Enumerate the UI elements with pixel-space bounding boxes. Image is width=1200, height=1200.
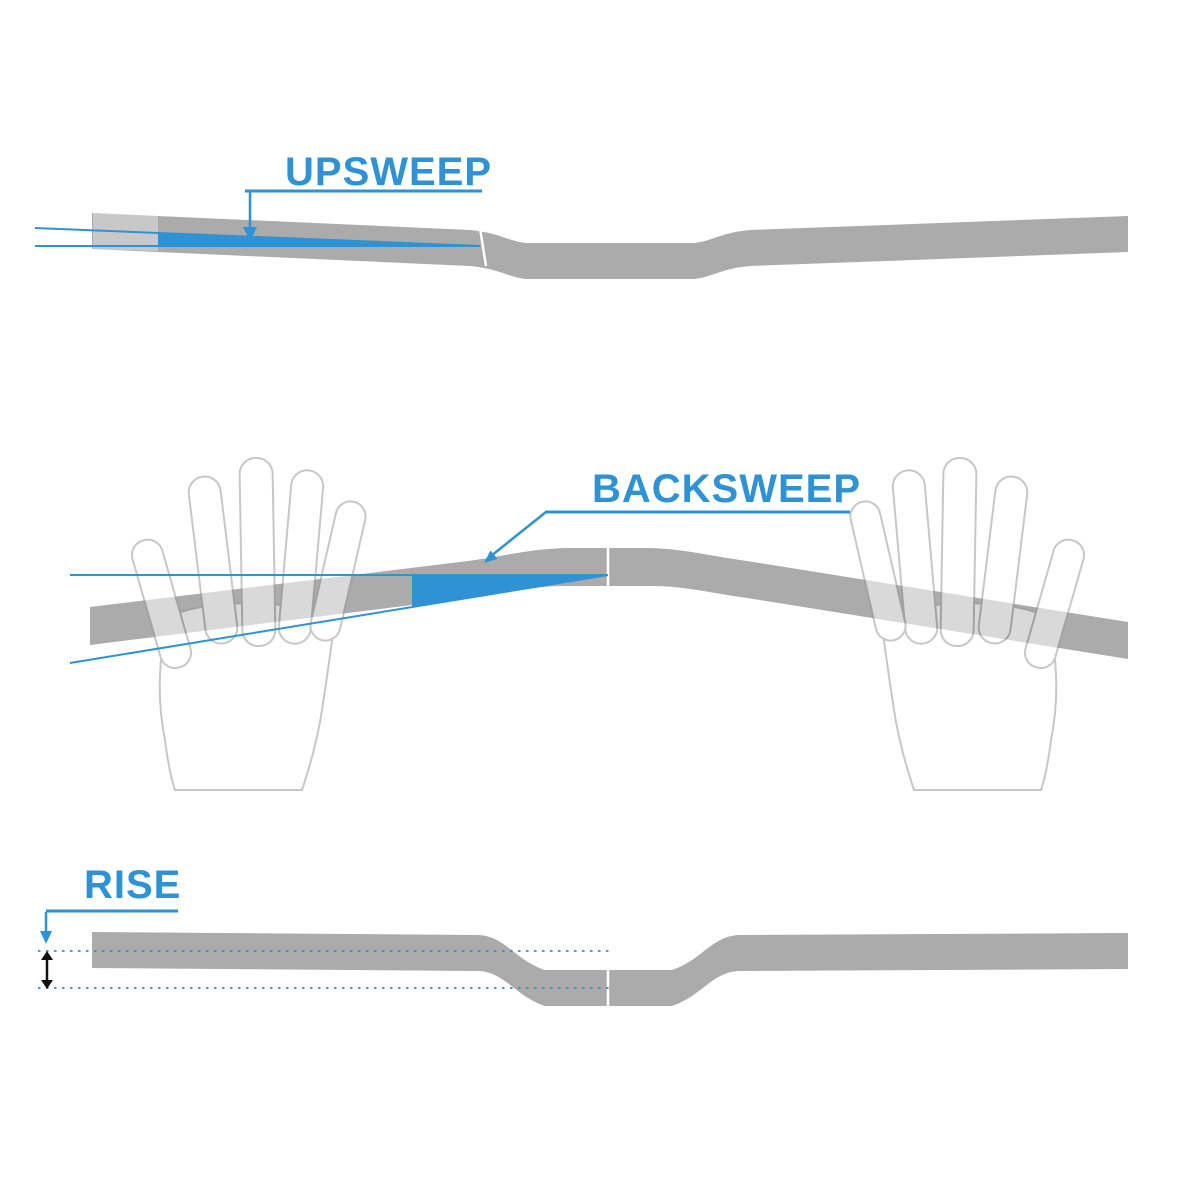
handlebar-front-view-rise [92, 932, 1128, 1006]
backsweep-angle-wedge [412, 575, 608, 607]
backsweep-arrow-line [490, 511, 547, 557]
upsweep-label: UPSWEEP [285, 150, 492, 194]
handlebar-front-view-upsweep [92, 213, 1128, 279]
backsweep-label: BACKSWEEP [592, 467, 861, 511]
rise-arrowhead-icon [40, 931, 52, 944]
rise-measurement-double-arrow [41, 951, 53, 989]
left-hand-outline [127, 456, 370, 791]
upsweep-axis-line [34, 227, 481, 247]
backsweep-arrowhead-icon [484, 550, 498, 563]
backsweep-section: BACKSWEEP [69, 456, 1128, 791]
clamp-divider-line [478, 227, 488, 267]
rise-label: RISE [84, 863, 181, 907]
rise-section: RISE [38, 863, 1128, 1007]
upsweep-angle-wedge [158, 233, 480, 246]
upsweep-section: UPSWEEP [34, 150, 1128, 279]
backsweep-axis-line [69, 574, 609, 664]
right-hand-outline [846, 456, 1089, 791]
upsweep-arrowhead-icon [243, 227, 257, 241]
